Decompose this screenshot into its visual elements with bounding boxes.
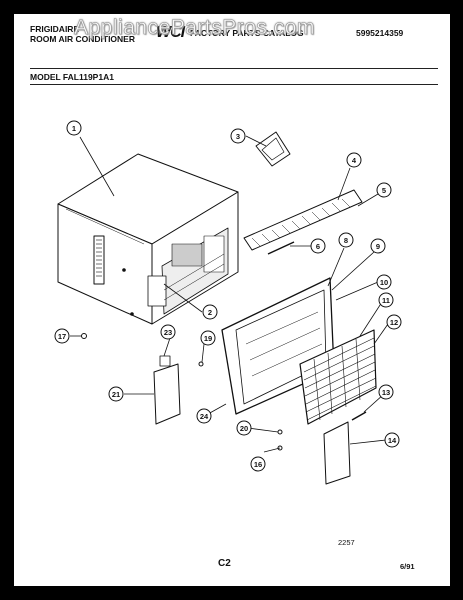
callout-5: 5 [376, 182, 392, 198]
product-type: ROOM AIR CONDITIONER [30, 34, 135, 44]
callout-16: 16 [250, 456, 266, 472]
callout-bubbles: 1 2 3 4 5 6 8 9 10 11 12 13 14 16 17 19 … [54, 120, 402, 472]
svg-text:2: 2 [208, 308, 212, 317]
callout-13: 13 [378, 384, 394, 400]
svg-text:19: 19 [204, 334, 212, 343]
part-17 [81, 333, 87, 339]
leader-lines [70, 135, 389, 453]
catalog-title: FACTORY PARTS CATALOG [190, 28, 304, 38]
svg-text:8: 8 [344, 236, 348, 245]
callout-6: 6 [310, 238, 326, 254]
svg-text:1: 1 [72, 124, 76, 133]
svg-text:23: 23 [164, 328, 172, 337]
callout-23: 23 [160, 324, 176, 340]
parts-catalog-page: FRIGIDAIRE ROOM AIR CONDITIONER WCI FACT… [14, 14, 450, 586]
svg-text:4: 4 [352, 156, 357, 165]
callout-12: 12 [386, 314, 402, 330]
exploded-diagram: 1 2 3 4 5 6 8 9 10 11 12 13 14 16 17 19 … [54, 120, 402, 485]
svg-text:14: 14 [388, 436, 397, 445]
page-number: C2 [218, 558, 231, 569]
svg-text:13: 13 [382, 388, 390, 397]
part-20 [277, 429, 283, 435]
filter-grille [299, 329, 377, 425]
callout-20: 20 [236, 420, 252, 436]
callout-14: 14 [384, 432, 400, 448]
callout-24: 24 [196, 408, 212, 424]
callout-8: 8 [338, 232, 354, 248]
svg-text:24: 24 [200, 412, 209, 421]
callout-4: 4 [346, 152, 362, 168]
part-19 [198, 361, 204, 367]
drawing-ref-number: 2257 [338, 538, 355, 547]
callout-1: 1 [66, 120, 82, 136]
part-14-panel [323, 421, 351, 485]
svg-text:17: 17 [58, 332, 66, 341]
svg-text:10: 10 [380, 278, 388, 287]
brand-name: FRIGIDAIRE [30, 24, 80, 34]
wci-logo: WCI [156, 24, 185, 41]
part-13-screw [351, 411, 367, 421]
part-number: 5995214359 [356, 28, 404, 38]
part-3-bracket [255, 131, 291, 167]
svg-text:20: 20 [240, 424, 248, 433]
svg-text:21: 21 [112, 390, 120, 399]
svg-text:11: 11 [382, 296, 390, 305]
svg-text:16: 16 [254, 460, 262, 469]
callout-21: 21 [108, 386, 124, 402]
svg-text:9: 9 [376, 242, 380, 251]
callout-10: 10 [376, 274, 392, 290]
cabinet-drawing [57, 153, 239, 325]
header-rule [30, 68, 438, 69]
callout-17: 17 [54, 328, 70, 344]
svg-text:6: 6 [316, 242, 320, 251]
svg-text:12: 12 [390, 318, 398, 327]
revision-date: 6/91 [400, 562, 415, 571]
callout-19: 19 [200, 330, 216, 346]
callout-2: 2 [202, 304, 218, 320]
model-rule [30, 84, 438, 85]
part-21-panel [153, 363, 181, 425]
callout-11: 11 [378, 292, 394, 308]
watermark: AppliancePartsPros.com [74, 16, 315, 40]
model-number: MODEL FAL119P1A1 [30, 72, 114, 82]
svg-text:3: 3 [236, 132, 240, 141]
part-6-rod [267, 241, 295, 255]
callout-3: 3 [230, 128, 246, 144]
part-4-louver [243, 189, 363, 251]
callout-9: 9 [370, 238, 386, 254]
svg-text:5: 5 [382, 186, 386, 195]
